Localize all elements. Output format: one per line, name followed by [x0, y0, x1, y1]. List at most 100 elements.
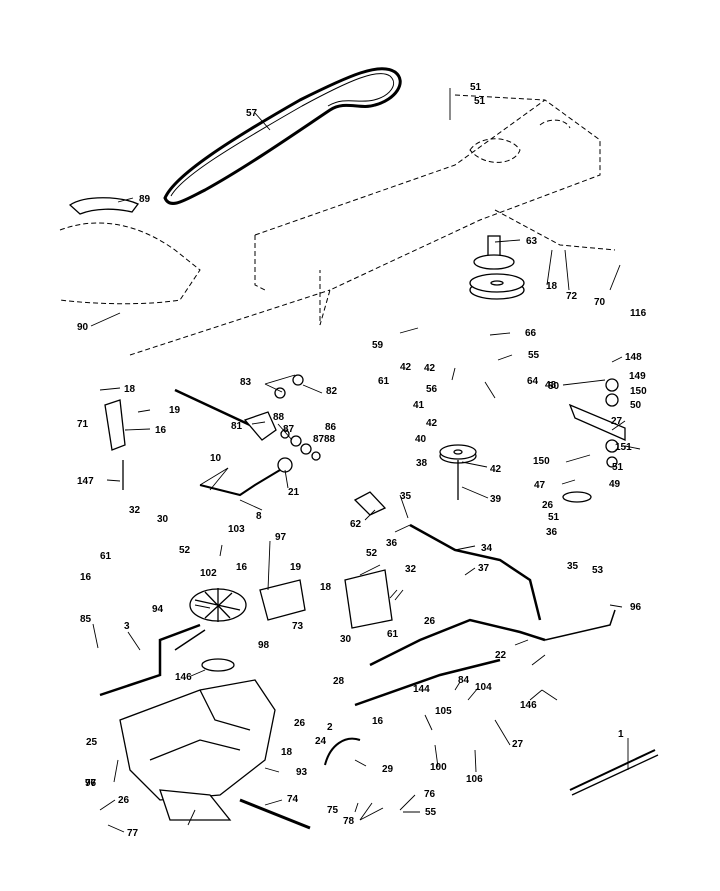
callout-label: 28: [333, 676, 345, 687]
callout-label: 35: [567, 561, 579, 572]
callout-label: 42: [400, 362, 412, 373]
callout-label: 146: [520, 700, 537, 711]
callout-label: 51: [612, 462, 624, 473]
callout-label: 150: [533, 456, 550, 467]
callout-label: 59: [372, 340, 384, 351]
callout-label: 36: [546, 527, 558, 538]
callout-label: 19: [290, 562, 302, 573]
callout-label: 96: [85, 778, 97, 789]
callout-label: 25: [86, 737, 98, 748]
callout-label: 24: [315, 736, 327, 747]
callout-label: 85: [80, 614, 92, 625]
callout-label: 81: [231, 421, 243, 432]
brake-bracket: [344, 569, 393, 629]
callout-labels: 5789905151631872701165942616642556456414…: [77, 82, 647, 839]
callout-label: 26: [542, 500, 554, 511]
idler-pulley: [439, 444, 477, 500]
callout-label: 18: [546, 281, 558, 292]
callout-label: 48: [545, 380, 557, 391]
callout-label: 21: [288, 487, 300, 498]
clutch-rod: [353, 491, 542, 621]
callout-label: 42: [490, 464, 502, 475]
callout-label: 102: [200, 568, 217, 579]
callout-label: 29: [382, 764, 394, 775]
callout-label: 100: [430, 762, 447, 773]
callout-label: 18: [281, 747, 293, 758]
cam-lever: [99, 623, 206, 697]
callout-label: 96: [630, 602, 642, 613]
callout-label: 61: [100, 551, 112, 562]
callout-label: 87: [313, 434, 325, 445]
callout-label: 55: [528, 350, 540, 361]
callout-label: 8: [256, 511, 262, 522]
mounting-plate: [259, 579, 306, 621]
callout-label: 18: [124, 384, 136, 395]
callout-label: 146: [175, 672, 192, 683]
callout-label: 98: [258, 640, 270, 651]
callout-label: 144: [413, 684, 430, 695]
callout-label: 76: [424, 789, 436, 800]
callout-label: 150: [630, 386, 647, 397]
callout-label: 50: [548, 381, 560, 392]
callout-label: 32: [405, 564, 417, 575]
callout-label: 106: [466, 774, 483, 785]
callout-label: 16: [372, 716, 384, 727]
callout-label: 97: [275, 532, 287, 543]
callout-label: 87: [283, 424, 295, 435]
callout-label: 49: [609, 479, 621, 490]
callout-label: 30: [340, 634, 352, 645]
callout-label: 63: [526, 236, 538, 247]
callout-label: 51: [474, 96, 486, 107]
callout-label: 42: [426, 418, 438, 429]
callout-label: 53: [592, 565, 604, 576]
callout-label: 16: [80, 572, 92, 583]
callout-label: 75: [327, 805, 339, 816]
callout-label: 40: [415, 434, 427, 445]
callout-label: 82: [326, 386, 338, 397]
callout-label: 94: [152, 604, 164, 615]
callout-label: 55: [425, 807, 437, 818]
callout-label: 27: [611, 416, 623, 427]
callout-label: 32: [129, 505, 141, 516]
callout-label: 39: [490, 494, 502, 505]
callout-label: 66: [525, 328, 537, 339]
tractor-frame: [59, 94, 616, 356]
callout-label: 103: [228, 524, 245, 535]
callout-label: 57: [246, 108, 258, 119]
callout-label: 78: [343, 816, 355, 827]
callout-label: 105: [435, 706, 452, 717]
callout-label: 37: [478, 563, 490, 574]
callout-label: 22: [495, 650, 507, 661]
callout-label: 27: [512, 739, 524, 750]
callout-label: 74: [287, 794, 299, 805]
callout-label: 62: [350, 519, 362, 530]
callout-label: 72: [566, 291, 578, 302]
callout-label: 73: [292, 621, 304, 632]
shift-rod: [174, 374, 321, 461]
callout-label: 88: [324, 434, 336, 445]
callout-label: 151: [615, 442, 632, 453]
transaxle: [119, 679, 311, 830]
callout-label: 149: [629, 371, 646, 382]
callout-label: 35: [400, 491, 412, 502]
callout-label: 64: [527, 376, 539, 387]
callout-label: 83: [240, 377, 252, 388]
callout-label: 30: [157, 514, 169, 525]
callout-label: 10: [210, 453, 222, 464]
callout-label: 42: [424, 363, 436, 374]
drive-belt: [163, 67, 402, 205]
engine-pulley: [469, 235, 525, 300]
callout-label: 26: [424, 616, 436, 627]
callout-label: 104: [475, 682, 492, 693]
callout-label: 16: [155, 425, 167, 436]
callout-label: 93: [296, 767, 308, 778]
callout-label: 88: [273, 412, 285, 423]
callout-label: 52: [366, 548, 378, 559]
callout-label: 50: [630, 400, 642, 411]
callout-label: 61: [378, 376, 390, 387]
callout-label: 1: [618, 729, 624, 740]
leader-lines: [90, 88, 641, 833]
callout-label: 56: [426, 384, 438, 395]
